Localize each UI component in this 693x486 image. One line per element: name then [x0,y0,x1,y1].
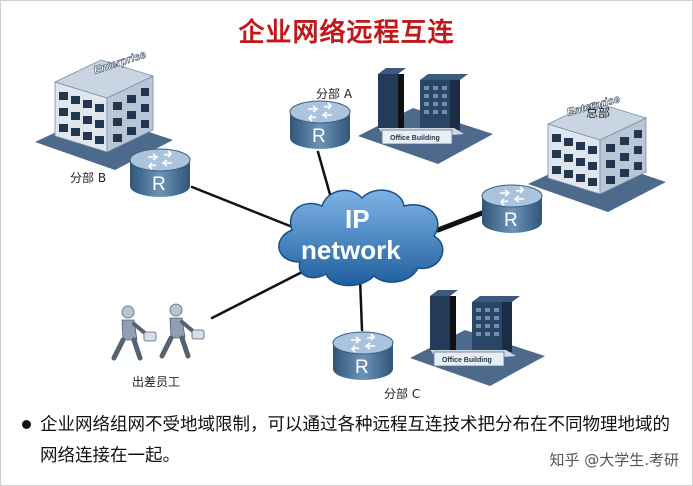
label-headquarters: 总部 [586,106,611,120]
office-building-branch-a: Office Building [357,67,494,165]
slide-title: 企业网络远程互连 [238,18,455,48]
connection-lines [190,150,493,332]
office-building-branch-c: Office Building [409,289,546,387]
router-glyph: R [152,174,166,195]
label-traveling-staff: 出差员工 [132,375,181,389]
office-sign: Office Building [442,357,492,364]
ip-network-cloud: IP network [278,189,444,287]
watermark: 知乎 @大学生.考研 [549,451,679,469]
router-headquarters: R [481,184,543,234]
router-glyph: R [504,210,518,231]
cloud-label-ip: IP [345,204,370,234]
traveling-staff-figures [114,304,204,358]
router-glyph: R [355,357,369,378]
router-glyph: R [312,126,326,147]
office-sign: Office Building [390,135,440,142]
router-branch-c: R [332,331,394,381]
cloud-label-network: network [301,235,401,265]
label-branch-c: 分部 C [384,387,421,401]
router-branch-a: R [289,100,351,150]
bullet-text: 企业网络组网不受地域限制，可以通过各种远程互连技术把分布在不同物理地域的网络连接… [40,415,670,466]
bullet-dot [22,420,31,429]
label-branch-a: 分部 A [316,87,353,101]
router-branch-b: R [129,148,191,198]
label-branch-b: 分部 B [70,171,107,185]
